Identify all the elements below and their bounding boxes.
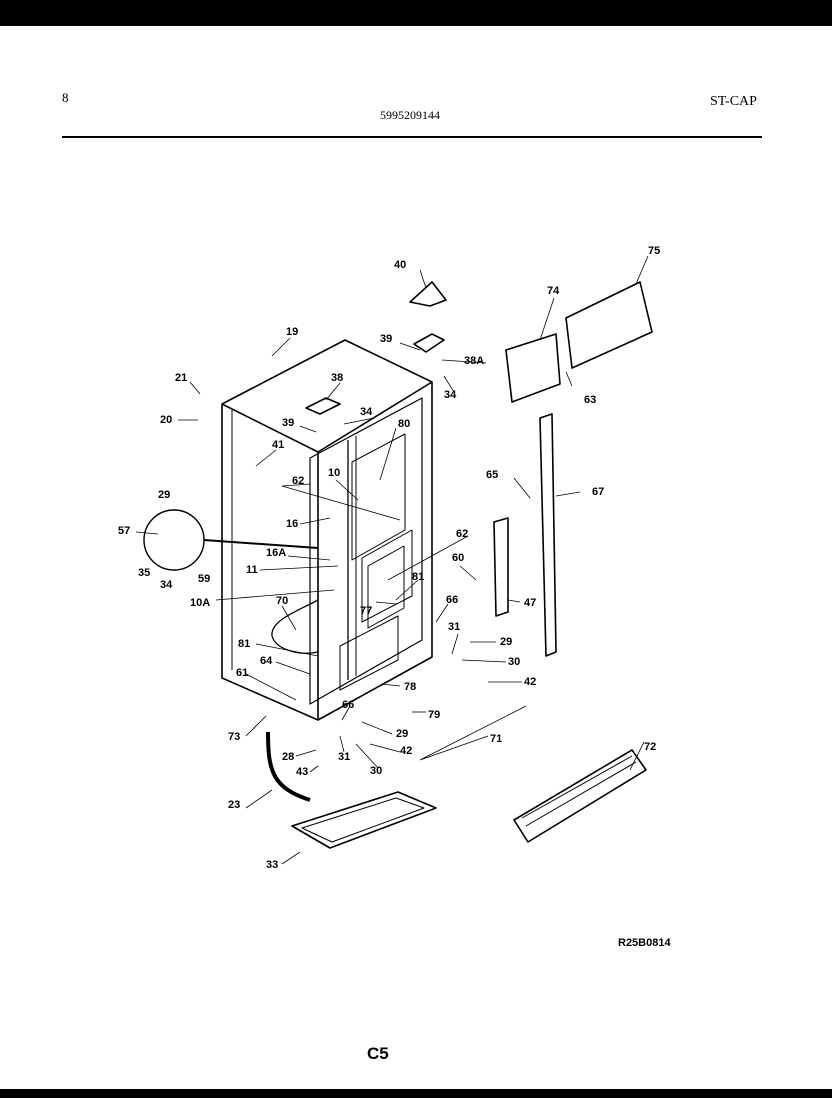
top-hinge-38: [305, 397, 341, 415]
cabinet-opening: [309, 397, 423, 705]
grille-slot: [525, 761, 637, 827]
label-65: 65: [486, 469, 498, 481]
label-35: 35: [138, 567, 150, 579]
valve-detail-circle: [143, 509, 205, 571]
label-57: 57: [118, 525, 130, 537]
label-38: 38: [331, 372, 343, 384]
label-74: 74: [547, 285, 560, 297]
label-38A: 38A: [464, 355, 484, 367]
door-trim-75: [565, 281, 653, 369]
door-trim-74: [505, 333, 561, 403]
light-housing: [361, 529, 413, 623]
label-42: 42: [524, 676, 536, 688]
valve-pointer: [203, 539, 319, 549]
label-11: 11: [246, 564, 258, 576]
label-61: 61: [236, 667, 248, 679]
page-number: 8: [62, 90, 69, 105]
label-34: 34: [360, 406, 373, 418]
label-19: 19: [286, 326, 298, 338]
label-23: 23: [228, 799, 240, 811]
label-81: 81: [412, 571, 424, 583]
label-30: 30: [508, 656, 520, 668]
label-75: 75: [648, 245, 660, 257]
cabinet-outline: [221, 339, 433, 721]
label-79: 79: [428, 709, 440, 721]
plate-77: [367, 545, 405, 629]
label-63: 63: [584, 394, 596, 406]
exploded-parts-diagram: 40 75 74 19 39 38A 34 38 63 21 20 39 34 …: [118, 245, 660, 871]
label-62: 62: [292, 475, 304, 487]
evaporator-cover: [351, 433, 406, 561]
label-28: 28: [282, 751, 294, 763]
cabinet-drawing: [143, 281, 653, 849]
label-62: 62: [456, 528, 468, 540]
label-81: 81: [238, 638, 250, 650]
drain-trough: [271, 599, 319, 654]
water-hose-23: [266, 731, 311, 802]
page-code: C5: [367, 1044, 389, 1063]
header-rule: [62, 136, 762, 138]
label-66: 66: [342, 699, 354, 711]
part-number-labels: 40 75 74 19 39 38A 34 38 63 21 20 39 34 …: [118, 245, 660, 871]
label-10: 10: [328, 467, 340, 479]
trim-strip-67: [539, 413, 557, 657]
leader-lines: [135, 255, 649, 865]
label-72: 72: [644, 741, 656, 753]
drawing-code: R25B0814: [618, 937, 671, 949]
label-47: 47: [524, 597, 536, 609]
label-73: 73: [228, 731, 240, 743]
label-29: 29: [396, 728, 408, 740]
label-31: 31: [448, 621, 460, 633]
label-59: 59: [198, 573, 210, 585]
label-16A: 16A: [266, 547, 286, 559]
label-39: 39: [380, 333, 392, 345]
label-67: 67: [592, 486, 604, 498]
label-78: 78: [404, 681, 416, 693]
label-70: 70: [276, 595, 288, 607]
label-31: 31: [338, 751, 350, 763]
grille-slot: [521, 755, 633, 819]
drain-pan-33: [291, 791, 437, 849]
drain-pan-rim: [301, 797, 425, 843]
label-29: 29: [158, 489, 170, 501]
label-33: 33: [266, 859, 278, 871]
label-29: 29: [500, 636, 512, 648]
part-number: 5995209144: [380, 108, 440, 122]
label-60: 60: [452, 552, 464, 564]
label-20: 20: [160, 414, 172, 426]
part-40: [409, 281, 447, 307]
label-64: 64: [260, 655, 273, 667]
label-39: 39: [282, 417, 294, 429]
label-71: 71: [490, 733, 502, 745]
top-hinge-38A: [413, 333, 445, 353]
label-43: 43: [296, 766, 308, 778]
cabinet-top-edge: [221, 381, 433, 453]
label-66: 66: [446, 594, 458, 606]
toe-grille-72: [513, 749, 647, 843]
label-80: 80: [398, 418, 410, 430]
bottom-panel: [339, 615, 399, 691]
model-code: ST-CAP: [710, 94, 757, 109]
parts-diagram-page: 8 5995209144 ST-CAP: [0, 26, 832, 1089]
label-30: 30: [370, 765, 382, 777]
label-16: 16: [286, 518, 298, 530]
label-40: 40: [394, 259, 406, 271]
label-21: 21: [175, 372, 187, 384]
label-10A: 10A: [190, 597, 210, 609]
label-41: 41: [272, 439, 284, 451]
label-42: 42: [400, 745, 412, 757]
trim-strip-47: [493, 517, 509, 617]
label-34: 34: [160, 579, 173, 591]
label-34: 34: [444, 389, 457, 401]
label-77: 77: [360, 605, 372, 617]
